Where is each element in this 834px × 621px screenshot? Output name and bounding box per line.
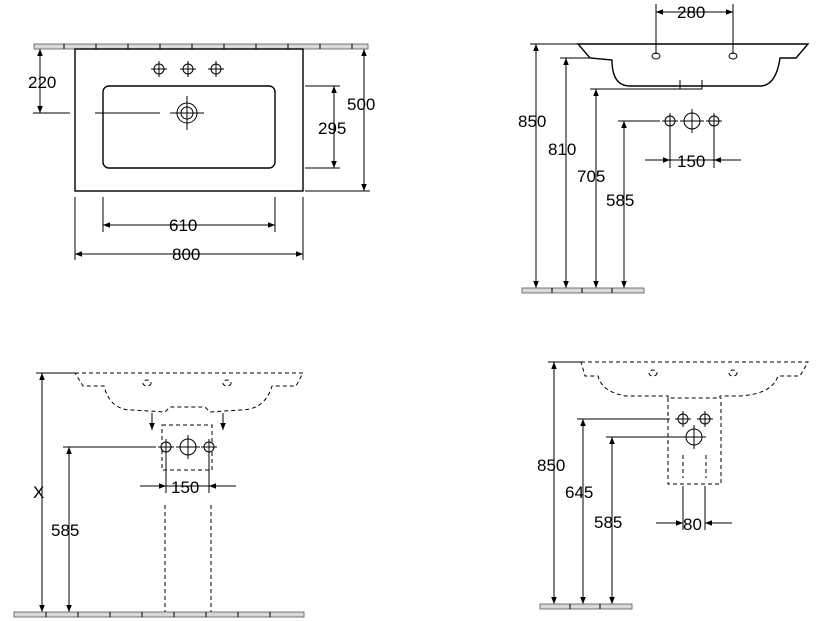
- dim-500: 500: [347, 95, 375, 114]
- basin-dashed-outline: [580, 361, 809, 399]
- dim-x: X: [33, 483, 44, 502]
- tap-hole-icon: [651, 52, 738, 60]
- dim-850: 850: [537, 456, 565, 475]
- tap-hole-icon: [157, 438, 175, 456]
- pedestal-side-view: 850 645 585 80: [537, 361, 809, 610]
- top-view: 220 295 500 610 800: [28, 43, 375, 264]
- basin-side-profile: [576, 43, 810, 87]
- basin-bowl: [102, 85, 276, 169]
- dim-810: 810: [548, 140, 576, 159]
- washbasin-outline: [74, 48, 304, 192]
- floor-front-view: [13, 611, 305, 618]
- dim-220: 220: [28, 73, 56, 92]
- dim-705: 705: [577, 167, 605, 186]
- floor-side-view: [521, 287, 645, 294]
- floor-pedestal-side-view: [539, 603, 633, 610]
- dim-800: 800: [172, 245, 200, 264]
- dim-645: 645: [565, 483, 593, 502]
- dim-150: 150: [677, 152, 705, 171]
- dim-850: 850: [518, 112, 546, 131]
- pedestal-column: [667, 398, 722, 485]
- dim-150: 150: [171, 478, 199, 497]
- dim-610: 610: [169, 216, 197, 235]
- tap-hole-icon: [179, 60, 197, 78]
- tap-hole-icon: [674, 410, 692, 428]
- tap-hole-icon: [200, 438, 218, 456]
- side-view: 280 150 850 810 705 585: [518, 3, 810, 294]
- pedestal-front-view: X 585 150: [13, 372, 305, 618]
- dim-295: 295: [318, 119, 346, 138]
- tap-hole-icon: [696, 410, 714, 428]
- drain-icon: [679, 108, 705, 134]
- outlet-group: [661, 108, 723, 134]
- drain-icon: [681, 424, 707, 450]
- drain-icon: [170, 96, 204, 130]
- pedestal-column: [164, 505, 212, 612]
- dim-280: 280: [677, 3, 705, 22]
- wall-top-view: [33, 43, 369, 50]
- dim-80: 80: [683, 515, 702, 534]
- tap-hole-icon: [705, 112, 723, 130]
- dim-585: 585: [51, 521, 79, 540]
- tap-hole-icon: [207, 60, 225, 78]
- dim-585: 585: [606, 191, 634, 210]
- tap-hole-icon: [661, 112, 679, 130]
- siphon-cover: [161, 424, 213, 471]
- tap-hole-icon: [150, 60, 168, 78]
- basin-dashed-outline: [74, 372, 304, 413]
- drain-icon: [175, 434, 201, 460]
- dim-585: 585: [594, 513, 622, 532]
